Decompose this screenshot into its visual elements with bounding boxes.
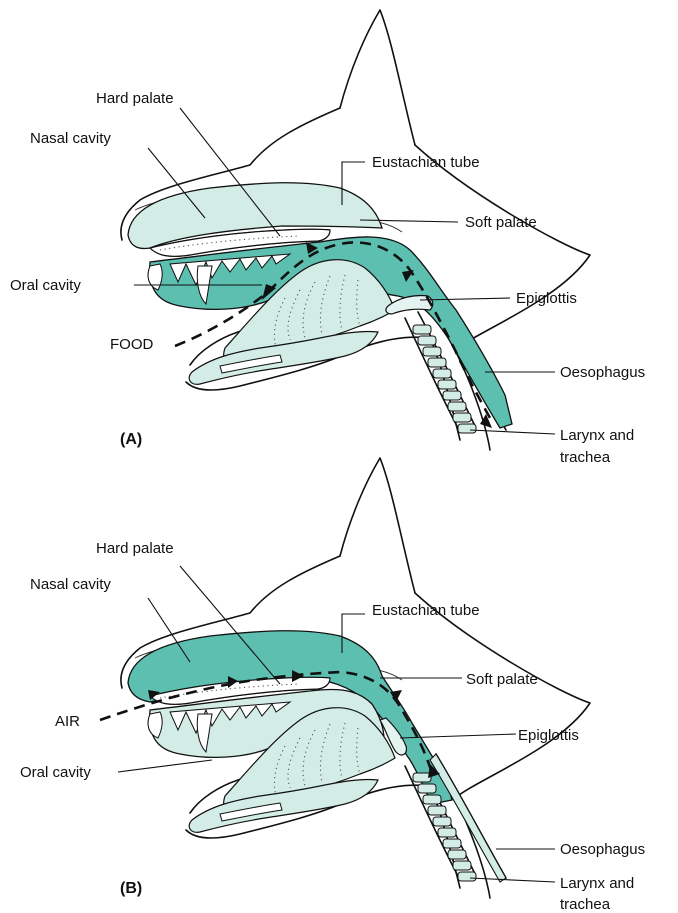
label-larynx-b-line2: trachea — [560, 896, 611, 913]
label-soft-palate-a: Soft palate — [465, 214, 537, 231]
label-food: FOOD — [110, 336, 153, 353]
label-oral-cavity-a: Oral cavity — [10, 277, 81, 294]
leader-oral-cavity-b — [118, 760, 212, 772]
label-nasal-cavity-b: Nasal cavity — [30, 576, 111, 593]
label-nasal-cavity-a: Nasal cavity — [30, 130, 111, 147]
label-larynx-a-line1: Larynx and — [560, 427, 634, 444]
panel-a: Hard palate Nasal cavity Eustachian tube… — [10, 10, 645, 466]
label-air: AIR — [55, 713, 80, 730]
label-larynx-a-line2: trachea — [560, 449, 611, 466]
label-hard-palate-a: Hard palate — [96, 90, 174, 107]
panel-b-letter: (B) — [120, 880, 142, 897]
label-larynx-b-line1: Larynx and — [560, 875, 634, 892]
label-epiglottis-a: Epiglottis — [516, 290, 577, 307]
label-eustachian-tube-a: Eustachian tube — [372, 154, 480, 171]
panel-b: Hard palate Nasal cavity Eustachian tube… — [20, 458, 645, 913]
label-hard-palate-b: Hard palate — [96, 540, 174, 557]
label-oesophagus-b: Oesophagus — [560, 841, 645, 858]
label-soft-palate-b: Soft palate — [466, 671, 538, 688]
label-oesophagus-a: Oesophagus — [560, 364, 645, 381]
panel-a-letter: (A) — [120, 431, 142, 448]
leader-larynx-b — [470, 878, 555, 882]
label-oral-cavity-b: Oral cavity — [20, 764, 91, 781]
leader-larynx-a — [470, 430, 555, 434]
label-eustachian-tube-b: Eustachian tube — [372, 602, 480, 619]
label-epiglottis-b: Epiglottis — [518, 727, 579, 744]
